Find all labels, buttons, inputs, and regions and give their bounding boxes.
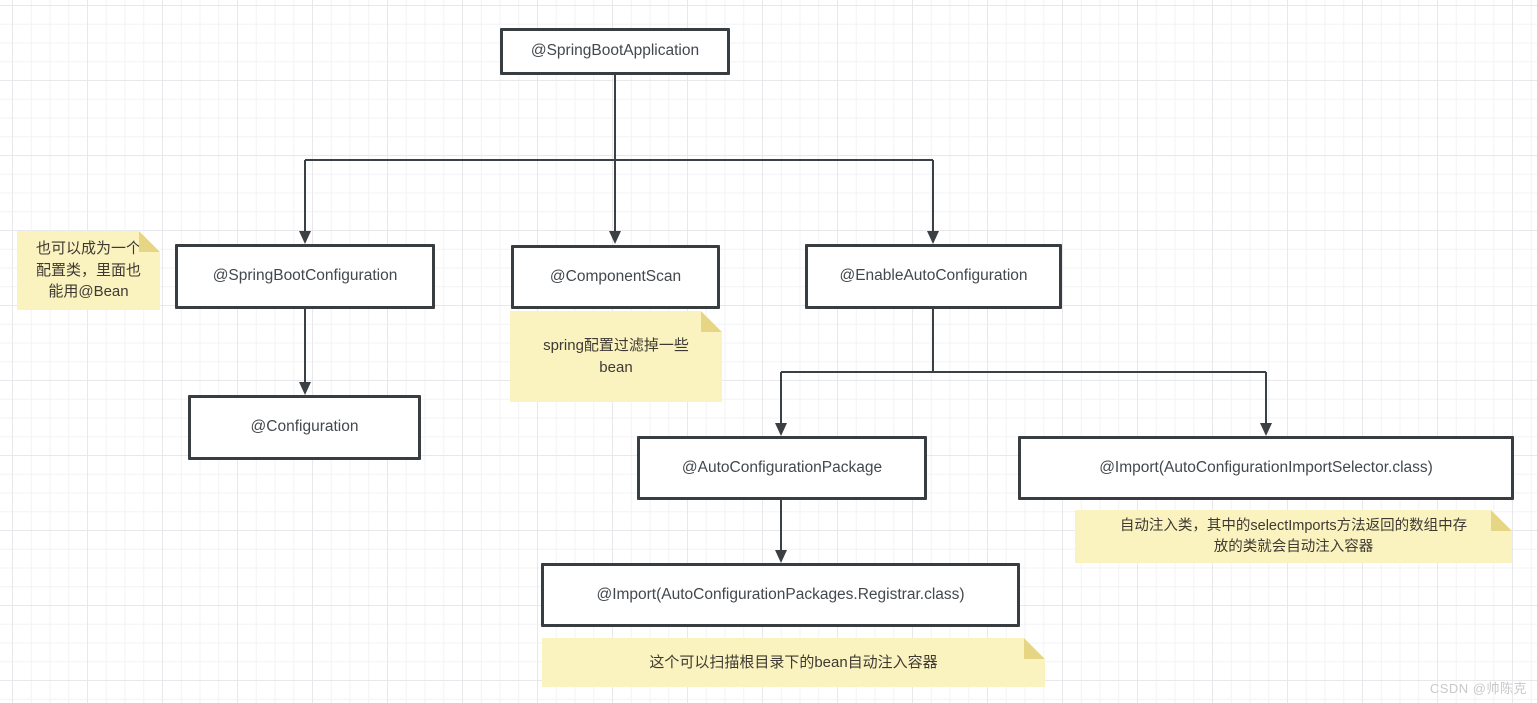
node-label: @ComponentScan — [549, 267, 682, 285]
arrowhead-icon — [609, 231, 621, 244]
node-label: @Import(AutoConfigurationPackages.Regist… — [596, 585, 965, 603]
node-spring-boot-application[interactable]: @SpringBootApplication — [500, 28, 730, 75]
node-label: @Import(AutoConfigurationImportSelector.… — [1099, 458, 1433, 476]
arrowhead-icon — [1260, 423, 1272, 436]
node-auto-configuration-package[interactable]: @AutoConfigurationPackage — [637, 436, 927, 500]
sticky-note-registrar[interactable]: 这个可以扫描根目录下的bean自动注入容器 — [542, 638, 1045, 687]
arrowhead-icon — [299, 382, 311, 395]
arrowhead-icon — [775, 550, 787, 563]
sticky-note-spring-boot-configuration[interactable]: 也可以成为一个 配置类，里面也 能用@Bean — [17, 231, 160, 310]
note-text: 也可以成为一个 配置类，里面也 能用@Bean — [35, 239, 141, 301]
sticky-note-import-selector[interactable]: 自动注入类，其中的selectImports方法返回的数组中存 放的类就会自动注… — [1075, 510, 1512, 563]
arrowhead-icon — [775, 423, 787, 436]
node-label: @EnableAutoConfiguration — [839, 267, 1028, 285]
node-enable-auto-configuration[interactable]: @EnableAutoConfiguration — [805, 244, 1062, 309]
note-text: 这个可以扫描根目录下的bean自动注入容器 — [649, 653, 938, 671]
node-import-auto-configuration-import-selector[interactable]: @Import(AutoConfigurationImportSelector.… — [1018, 436, 1514, 500]
node-component-scan[interactable]: @ComponentScan — [511, 245, 720, 309]
arrowhead-icon — [299, 231, 311, 244]
note-text: 自动注入类，其中的selectImports方法返回的数组中存 放的类就会自动注… — [1119, 518, 1468, 555]
node-label: @AutoConfigurationPackage — [681, 458, 883, 476]
node-import-auto-configuration-packages-registrar[interactable]: @Import(AutoConfigurationPackages.Regist… — [541, 563, 1020, 627]
arrowhead-icon — [927, 231, 939, 244]
note-text: spring配置过滤掉一些 bean — [543, 336, 689, 376]
sticky-note-component-scan[interactable]: spring配置过滤掉一些 bean — [510, 311, 722, 402]
node-configuration[interactable]: @Configuration — [188, 395, 421, 460]
node-spring-boot-configuration[interactable]: @SpringBootConfiguration — [175, 244, 435, 309]
node-label: @SpringBootApplication — [530, 42, 700, 60]
watermark: CSDN @帅陈克 — [1429, 681, 1527, 696]
node-label: @SpringBootConfiguration — [212, 267, 398, 285]
node-label: @Configuration — [250, 418, 359, 436]
